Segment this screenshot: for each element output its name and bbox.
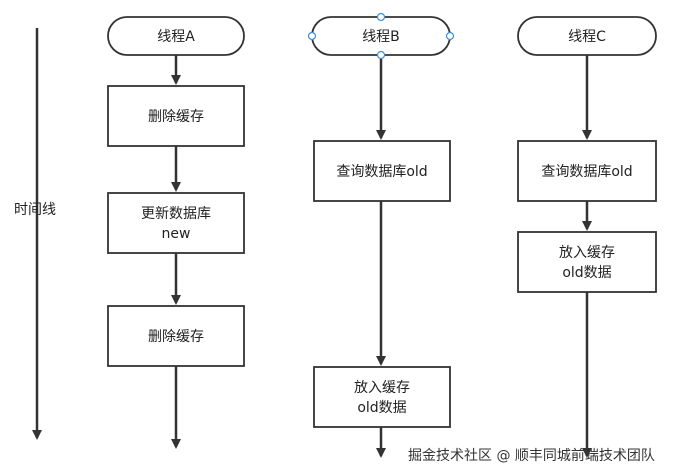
step-label: old数据 [357, 400, 406, 416]
selection-handle[interactable] [376, 50, 386, 60]
thread-a-title: 线程A [157, 29, 195, 45]
step-label: 更新数据库 [141, 206, 211, 222]
selection-handle[interactable] [376, 12, 386, 22]
timeline-label: 时间线 [14, 202, 56, 218]
thread-c-title: 线程C [568, 29, 606, 45]
step-label: old数据 [562, 265, 611, 281]
thread-a-step-1 [107, 85, 245, 147]
thread-b-title: 线程B [362, 29, 400, 45]
watermark-text: 掘金技术社区 @ 顺丰同城前端技术团队 [408, 447, 655, 464]
step-label: 放入缓存 [559, 245, 615, 261]
step-label: 删除缓存 [148, 329, 204, 345]
thread-c-step-2 [517, 231, 657, 293]
step-label: 删除缓存 [148, 109, 204, 125]
thread-a-step-3 [107, 305, 245, 367]
step-label: 放入缓存 [354, 380, 410, 396]
selection-handle[interactable] [445, 31, 455, 41]
step-label: 查询数据库old [336, 164, 427, 180]
thread-c: 线程C 查询数据库old 放入缓存 old数据 [517, 16, 657, 458]
thread-b: 线程B 查询数据库old 放入缓存 old数据 [307, 12, 455, 458]
selection-handle[interactable] [307, 31, 317, 41]
thread-b-step-2 [313, 366, 451, 428]
step-label: new [162, 226, 191, 242]
thread-a-step-2 [107, 192, 245, 254]
timeline-axis: 时间线 [14, 28, 56, 440]
thread-a: 线程A 删除缓存 更新数据库 new 删除缓存 [107, 16, 245, 449]
step-label: 查询数据库old [541, 164, 632, 180]
thread-c-step-1 [517, 140, 657, 202]
